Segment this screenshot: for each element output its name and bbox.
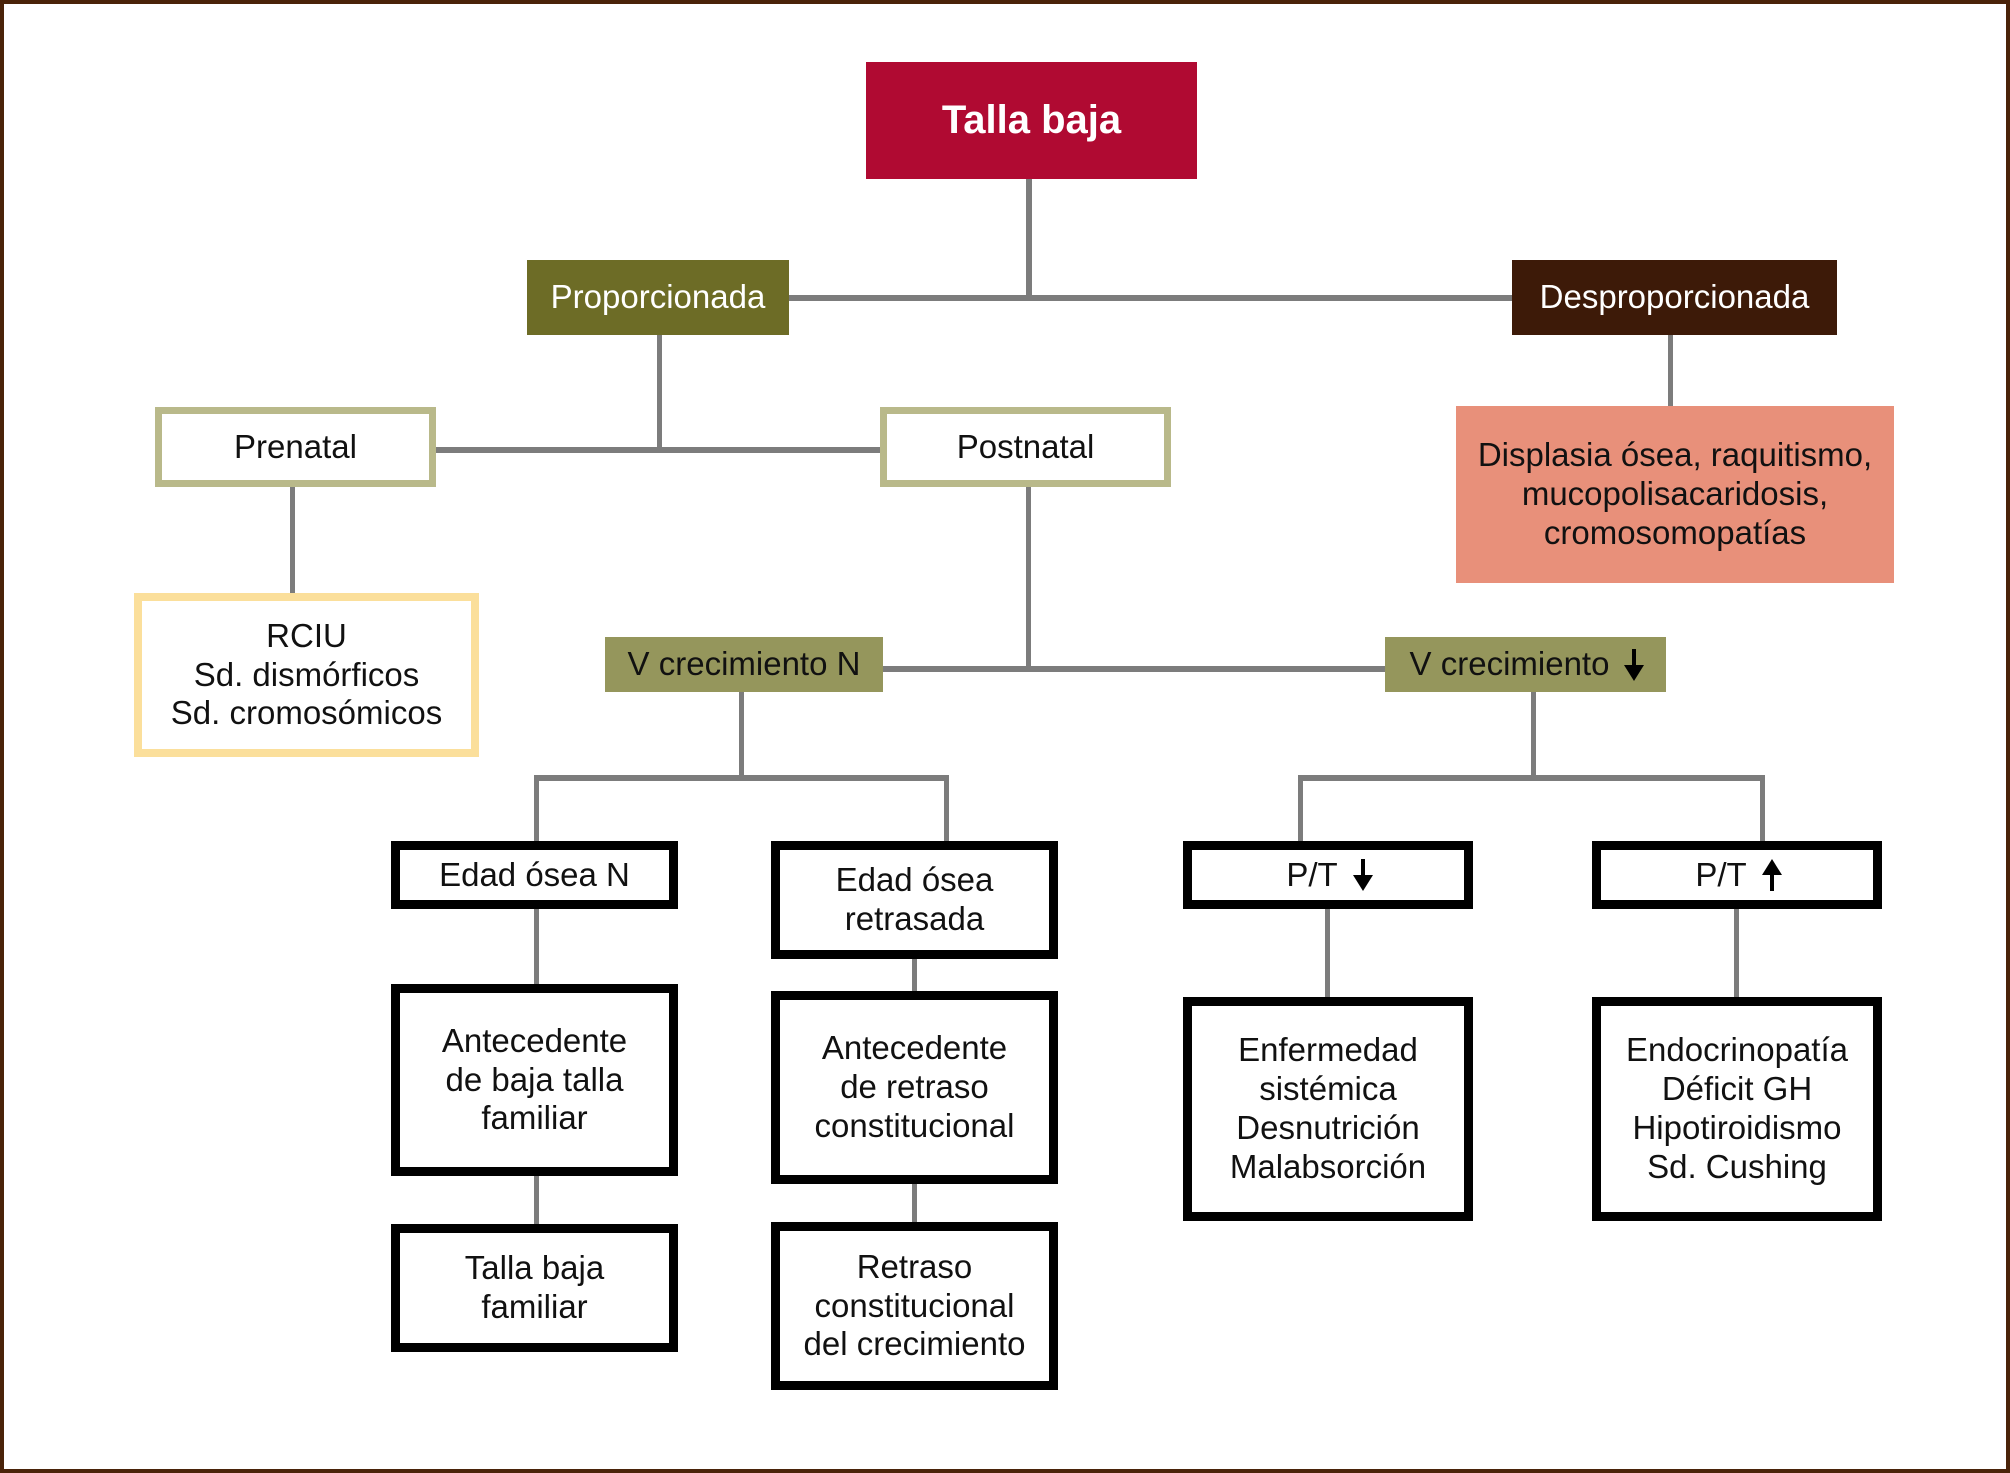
- node-endocrinopatia[interactable]: Endocrinopatía Déficit GH Hipotiroidismo…: [1592, 997, 1882, 1221]
- node-talla-baja-familiar[interactable]: Talla baja familiar: [391, 1224, 678, 1352]
- connector-level4-bus: [880, 666, 1404, 672]
- arrow-up-icon: [1761, 859, 1782, 891]
- node-talla-baja[interactable]: Talla baja: [866, 62, 1197, 179]
- node-desproporcionada[interactable]: Desproporcionada: [1512, 260, 1837, 335]
- connector-prenatal-down: [290, 487, 295, 597]
- connector-vcn-down: [739, 692, 744, 779]
- node-displasia-osea[interactable]: Displasia ósea, raquitismo, mucopolisaca…: [1456, 406, 1894, 583]
- node-edad-osea-normal[interactable]: Edad ósea N: [391, 841, 678, 909]
- node-prenatal[interactable]: Prenatal: [155, 407, 436, 487]
- connector-vcn-bus: [534, 775, 949, 781]
- node-pt-descendido[interactable]: P/T: [1183, 841, 1473, 909]
- node-label: Talla baja: [941, 97, 1122, 142]
- node-label: Antecedente de retraso constitucional: [814, 1029, 1015, 1144]
- connector-level2-bus: [789, 295, 1512, 301]
- connector-ptup-down: [1734, 909, 1739, 997]
- node-label: Talla baja familiar: [464, 1249, 605, 1325]
- node-label: Postnatal: [956, 427, 1095, 465]
- node-retraso-constitucional-crecimiento[interactable]: Retraso constitucional del crecimiento: [771, 1222, 1058, 1390]
- node-label: P/T: [1695, 855, 1747, 893]
- node-label: Antecedente de baja talla familiar: [441, 1021, 628, 1137]
- node-edad-osea-retrasada[interactable]: Edad ósea retrasada: [771, 841, 1058, 959]
- node-label: Proporcionada: [550, 278, 766, 316]
- connector-antecedente-down: [534, 1176, 539, 1224]
- node-label: P/T: [1286, 855, 1338, 893]
- node-v-crecimiento-descendido[interactable]: V crecimiento: [1385, 637, 1666, 692]
- connector-root-down: [1026, 179, 1032, 298]
- node-label: V crecimiento N: [627, 645, 861, 683]
- connector-edadosean-down: [534, 909, 539, 984]
- connector-level3-bus: [436, 447, 887, 453]
- node-label: Enfermedad sistémica Desnutrición Malabs…: [1229, 1031, 1427, 1185]
- node-v-crecimiento-normal[interactable]: V crecimiento N: [605, 637, 883, 692]
- connector-ptdown-down: [1325, 909, 1330, 997]
- connector-antecedente2-down: [912, 1184, 917, 1222]
- node-label: Desproporcionada: [1539, 278, 1810, 316]
- arrow-down-icon: [1624, 648, 1645, 681]
- node-label: RCIU Sd. dismórficos Sd. cromosómicos: [170, 616, 443, 732]
- connector-vcd-right-drop: [1760, 775, 1765, 841]
- node-label: Edad ósea N: [439, 855, 630, 893]
- node-label: Endocrinopatía Déficit GH Hipotiroidismo…: [1626, 1031, 1848, 1185]
- connector-proporcionada-down: [657, 335, 662, 450]
- connector-vcn-right-drop: [944, 775, 949, 841]
- connector-edadretrasada-down: [912, 959, 917, 991]
- node-label: Prenatal: [234, 427, 357, 465]
- connector-vcd-down: [1531, 692, 1536, 779]
- node-postnatal[interactable]: Postnatal: [880, 407, 1171, 487]
- connector-postnatal-down: [1026, 487, 1031, 669]
- node-enfermedad-sistemica[interactable]: Enfermedad sistémica Desnutrición Malabs…: [1183, 997, 1473, 1221]
- node-label: V crecimiento: [1409, 645, 1610, 683]
- node-label: Displasia ósea, raquitismo, mucopolisaca…: [1477, 436, 1873, 551]
- node-antecedente-retraso-constitucional[interactable]: Antecedente de retraso constitucional: [771, 991, 1058, 1184]
- arrow-down-icon: [1352, 859, 1373, 891]
- node-rciu[interactable]: RCIU Sd. dismórficos Sd. cromosómicos: [134, 593, 479, 757]
- connector-vcd-bus: [1298, 775, 1765, 781]
- node-proporcionada[interactable]: Proporcionada: [527, 260, 789, 335]
- connector-vcn-left-drop: [534, 775, 539, 841]
- node-pt-elevado[interactable]: P/T: [1592, 841, 1882, 909]
- node-label: Edad ósea retrasada: [835, 861, 994, 937]
- node-label: Retraso constitucional del crecimiento: [803, 1247, 1026, 1363]
- node-antecedente-baja-talla-familiar[interactable]: Antecedente de baja talla familiar: [391, 984, 678, 1176]
- connector-vcd-left-drop: [1298, 775, 1303, 841]
- connector-desproporcionada-down: [1668, 335, 1673, 406]
